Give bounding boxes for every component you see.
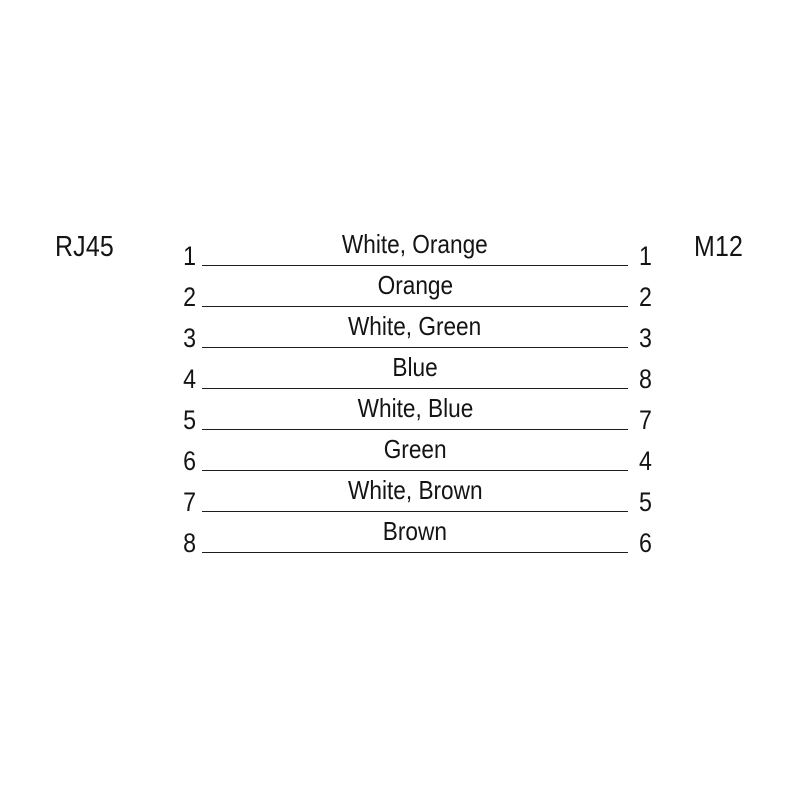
right-pin-number: 1 [639, 241, 652, 271]
wire-color-label-text: White, Blue [357, 393, 473, 423]
left-pin-number: 5 [183, 405, 196, 435]
right-pin-number: 8 [639, 364, 652, 394]
right-pin-number: 7 [639, 405, 652, 435]
wire-connection-line [202, 306, 628, 307]
right-pin-number: 3 [639, 323, 652, 353]
wire-connection-line [202, 347, 628, 348]
left-pin-number: 6 [183, 446, 196, 476]
wire-color-label: Brown [202, 518, 628, 544]
wire-color-label: White, Green [202, 313, 628, 339]
right-pin-number: 4 [639, 446, 652, 476]
left-pin-number: 8 [183, 528, 196, 558]
wire-connection-line [202, 429, 628, 430]
wire-color-label-text: Orange [377, 270, 453, 300]
wire-connection-line [202, 470, 628, 471]
right-connector-title: M12 [694, 231, 744, 263]
right-pin-number: 5 [639, 487, 652, 517]
left-connector-title: RJ45 [55, 231, 114, 263]
wire-color-label-text: White, Orange [342, 229, 488, 259]
wire-color-label: Blue [202, 354, 628, 380]
left-pin-number: 4 [183, 364, 196, 394]
right-pin-number: 2 [639, 282, 652, 312]
wire-color-label: White, Orange [202, 231, 628, 257]
left-pin-number: 3 [183, 323, 196, 353]
right-pin-number: 6 [639, 528, 652, 558]
wire-connection-line [202, 388, 628, 389]
wire-color-label-text: White, Brown [347, 475, 483, 505]
wire-color-label-text: Green [383, 434, 447, 464]
wire-color-label: White, Brown [202, 477, 628, 503]
left-pin-number: 7 [183, 487, 196, 517]
wire-color-label-text: White, Green [348, 311, 482, 341]
wire-color-label-text: Blue [392, 352, 438, 382]
wire-color-label: Green [202, 436, 628, 462]
wire-color-label-text: Brown [382, 516, 448, 546]
wire-connection-line [202, 511, 628, 512]
left-pin-number: 1 [183, 241, 196, 271]
wire-color-label: White, Blue [202, 395, 628, 421]
left-pin-number: 2 [183, 282, 196, 312]
wire-connection-line [202, 265, 628, 266]
wire-connection-line [202, 552, 628, 553]
wire-color-label: Orange [202, 272, 628, 298]
